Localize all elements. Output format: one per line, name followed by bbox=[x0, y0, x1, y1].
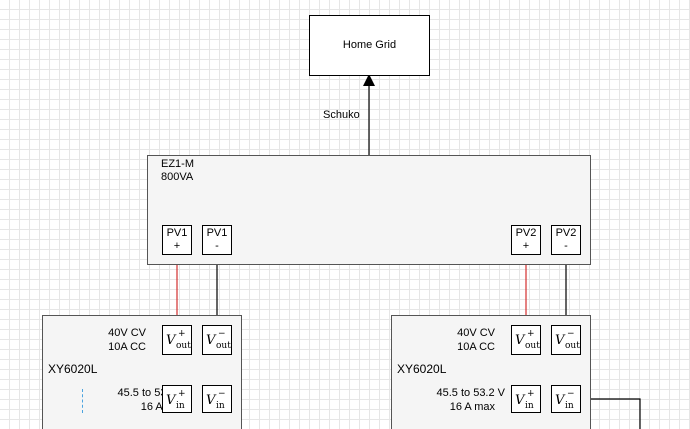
converter-right-in-current: 16 A max bbox=[449, 401, 495, 413]
converter-right-in-voltage: 45.5 to 53.2 V bbox=[436, 387, 506, 399]
port-pv1-negative[interactable]: PV1 - bbox=[202, 225, 232, 255]
port-pv1-positive[interactable]: PV1 + bbox=[162, 225, 192, 255]
converter-right-out-voltage: 40V CV bbox=[457, 327, 495, 339]
converter-right-name: XY6020L bbox=[397, 362, 447, 376]
inverter-power: 800VA bbox=[161, 171, 194, 183]
right-vout-negative-port[interactable]: V−out bbox=[551, 325, 581, 355]
schuko-label: Schuko bbox=[323, 109, 360, 121]
wire-right-vin-negative[interactable] bbox=[581, 398, 641, 429]
right-vout-positive-port[interactable]: V+out bbox=[511, 325, 541, 355]
left-vout-positive-port[interactable]: V+out bbox=[162, 325, 192, 355]
port-pv2-negative[interactable]: PV2 - bbox=[551, 225, 581, 255]
inverter-name: EZ1-M bbox=[161, 158, 194, 170]
selected-text-handle[interactable] bbox=[82, 389, 84, 413]
right-vin-negative-port[interactable]: V−in bbox=[551, 385, 581, 413]
converter-right-out-current: 10A CC bbox=[457, 341, 495, 353]
left-vout-negative-port[interactable]: V−out bbox=[202, 325, 232, 355]
port-pv2-positive[interactable]: PV2 + bbox=[511, 225, 541, 255]
converter-left-out-voltage: 40V CV bbox=[108, 327, 146, 339]
converter-left-out-current: 10A CC bbox=[108, 341, 146, 353]
right-vin-positive-port[interactable]: V+in bbox=[511, 385, 541, 413]
home-grid-label: Home Grid bbox=[342, 39, 397, 51]
converter-left-name: XY6020L bbox=[48, 362, 98, 376]
home-grid-box[interactable]: Home Grid bbox=[309, 15, 430, 76]
left-vin-negative-port[interactable]: V−in bbox=[202, 385, 232, 413]
left-vin-positive-port[interactable]: V+in bbox=[162, 385, 192, 413]
